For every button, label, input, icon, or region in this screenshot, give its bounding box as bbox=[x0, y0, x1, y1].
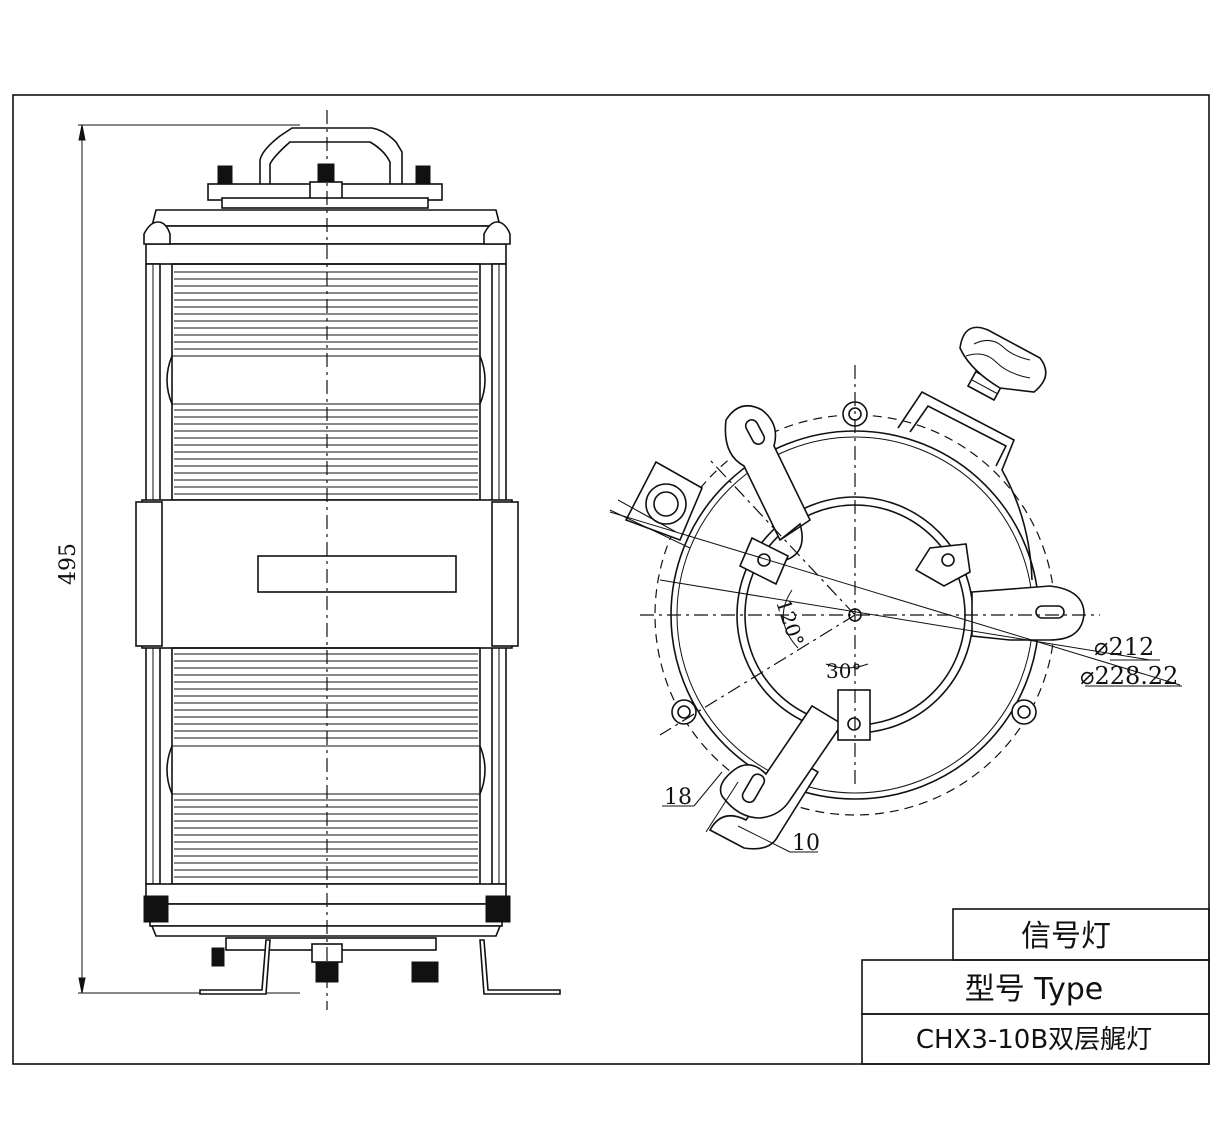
dia-212-label: ⌀212 bbox=[1094, 633, 1154, 661]
dim-18-label: 18 bbox=[664, 785, 692, 810]
bottom-flange bbox=[145, 883, 507, 905]
drawing-frame bbox=[12, 94, 1210, 1065]
top-flange bbox=[145, 243, 507, 265]
height-dimension: 495 bbox=[56, 124, 300, 994]
title-type-label: 型号 Type bbox=[965, 972, 1103, 1007]
dim-10-label: 10 bbox=[792, 831, 820, 856]
angle-120-label: 120° bbox=[771, 596, 809, 649]
bottom-cover bbox=[149, 903, 503, 927]
top-bolt-right bbox=[415, 165, 431, 185]
height-dimension-text: 495 bbox=[56, 543, 81, 585]
bottom-nut-right bbox=[485, 895, 511, 923]
bottom-nut-left bbox=[143, 895, 169, 923]
upper-lens bbox=[166, 263, 486, 501]
lower-lens bbox=[166, 647, 486, 885]
title-block bbox=[861, 908, 1210, 1065]
top-view bbox=[609, 326, 1182, 853]
side-view: 495 bbox=[56, 110, 561, 1010]
cable-gland bbox=[609, 460, 704, 549]
top-bolt-center bbox=[317, 163, 335, 185]
knob bbox=[959, 326, 1047, 402]
top-bolt-left bbox=[217, 165, 233, 185]
mounting-lugs bbox=[708, 404, 1085, 850]
bottom-bolt-right bbox=[411, 961, 439, 983]
angle-30-label: 30° bbox=[826, 659, 861, 683]
handle bbox=[259, 127, 403, 186]
top-cover bbox=[150, 209, 502, 227]
nameplate bbox=[257, 555, 457, 593]
title-name: 信号灯 bbox=[1021, 919, 1111, 954]
dia-228-label: ⌀228.22 bbox=[1080, 662, 1178, 690]
title-model: CHX3-10B双层艉灯 bbox=[916, 1025, 1152, 1055]
lens-clamps bbox=[738, 536, 971, 741]
